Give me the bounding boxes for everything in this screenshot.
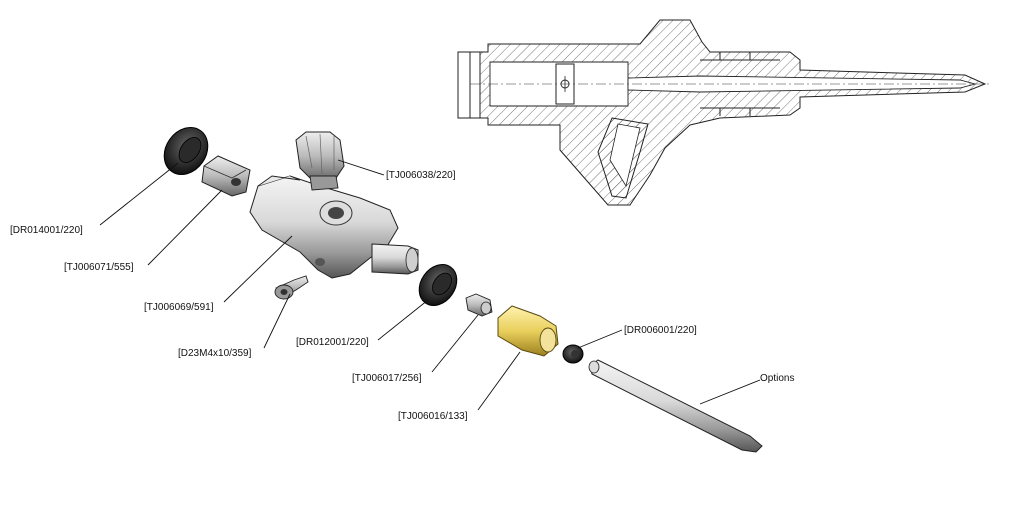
section-collar (457, 51, 481, 119)
label-d23m4x10: [D23M4x10/359] (178, 348, 252, 359)
label-tj006038: [TJ006038/220] (386, 170, 456, 181)
oring-dr012001 (418, 264, 458, 306)
cross-section-view (457, 19, 990, 206)
part-labels: [DR014001/220] [TJ006071/555] [TJ006069/… (10, 170, 794, 422)
oring-dr006001 (562, 344, 584, 364)
fitting-tj006038 (295, 131, 345, 191)
label-dr012001: [DR012001/220] (296, 337, 369, 348)
nut-tj006017 (465, 293, 493, 317)
screw-d23m4x10 (274, 275, 309, 300)
label-dr006001: [DR006001/220] (624, 325, 697, 336)
section-body (457, 19, 987, 206)
label-tj006016: [TJ006016/133] (398, 411, 468, 422)
label-tj006069: [TJ006069/591] (144, 302, 214, 313)
leader-lines (99, 159, 761, 411)
needle-options (588, 359, 763, 453)
oring-dr014001 (163, 127, 209, 175)
label-tj006071: [TJ006071/555] (64, 262, 134, 273)
label-dr014001: [DR014001/220] (10, 225, 83, 236)
block-tj006071 (201, 155, 251, 197)
label-options: Options (760, 373, 794, 384)
label-tj006017: [TJ006017/256] (352, 373, 422, 384)
body-tj006069 (249, 175, 419, 279)
brass-nut-tj006016 (497, 305, 559, 357)
